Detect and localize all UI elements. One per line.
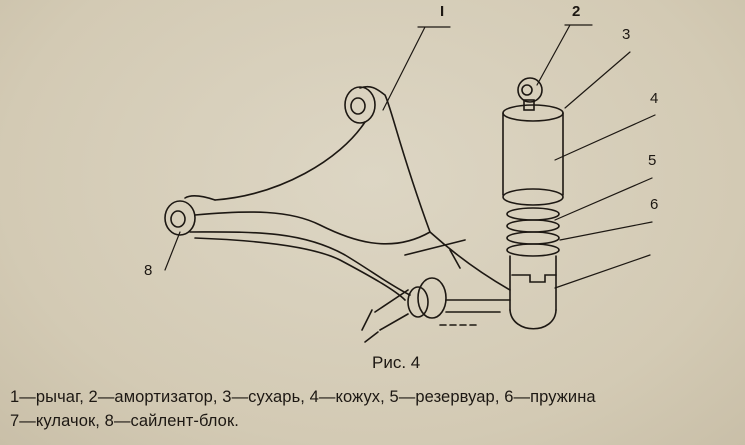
label-4: 4 bbox=[650, 90, 659, 107]
spindle bbox=[361, 277, 511, 343]
label-6: 6 bbox=[650, 196, 659, 213]
caption-line-1: 1—рычаг, 2—амортизатор, 3—сухарь, 4—кожу… bbox=[10, 388, 596, 406]
label-3: 3 bbox=[622, 26, 631, 43]
label-2: 2 bbox=[572, 3, 581, 20]
label-1: I bbox=[440, 3, 445, 20]
leader-lines bbox=[164, 24, 656, 289]
caption-line-2: 7—кулачок, 8—сайлент-блок. bbox=[10, 412, 239, 430]
label-5: 5 bbox=[648, 152, 657, 169]
figure-title: Рис. 4 bbox=[372, 353, 421, 372]
shock-absorber bbox=[502, 77, 564, 330]
label-8: 8 bbox=[144, 262, 153, 279]
lever-arm bbox=[164, 85, 511, 301]
